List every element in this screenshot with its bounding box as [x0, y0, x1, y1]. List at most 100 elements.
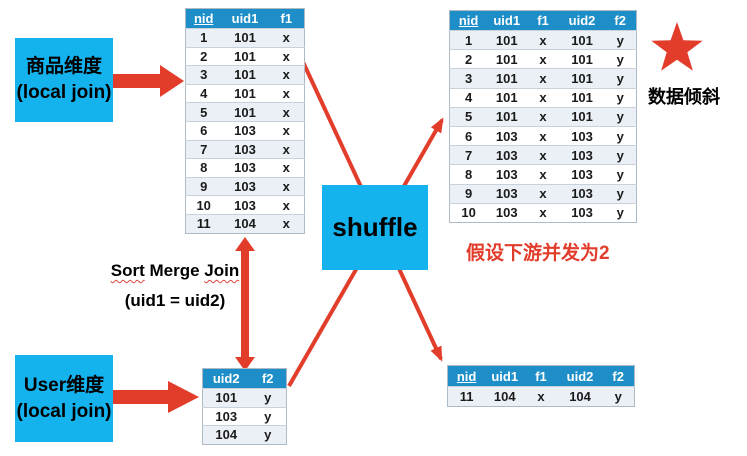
- column-header-f1: f1: [268, 8, 305, 29]
- table-cell: y: [616, 147, 624, 163]
- table-cell: 9: [200, 179, 208, 195]
- table-cell: 101: [495, 109, 518, 125]
- table-cell: y: [616, 205, 624, 221]
- shuffle-box: shuffle: [322, 185, 428, 270]
- table-cell: 4: [464, 90, 473, 106]
- table-cell: y: [264, 390, 272, 406]
- column-header-f2: f2: [602, 365, 635, 387]
- product-dimension-label-line1: 商品维度: [25, 56, 102, 77]
- table-cell: 104: [569, 389, 591, 404]
- sort-merge-join-word: Merge: [149, 261, 200, 280]
- table-cell: 103: [495, 205, 518, 221]
- table-cell: x: [539, 128, 547, 144]
- table-cell: 101: [234, 104, 256, 120]
- table-row: 9 103 x: [185, 177, 305, 196]
- column-header-uid2: uid2: [202, 368, 250, 389]
- table-cell: y: [616, 128, 624, 144]
- column-header-uid1: uid1: [485, 365, 525, 387]
- table-cell: 101: [571, 32, 593, 48]
- table-cell: y: [616, 166, 624, 182]
- table-cell: 101: [571, 90, 593, 106]
- table-cell: 8: [464, 166, 473, 182]
- table-cell: 103: [571, 166, 593, 182]
- table-cell: x: [282, 141, 290, 157]
- table-cell: 103: [234, 123, 256, 139]
- table-cell: 101: [571, 109, 593, 125]
- table-cell: y: [264, 427, 272, 443]
- table-cell: 6: [200, 123, 208, 139]
- table-cell: 103: [234, 179, 256, 195]
- table-cell: 101: [571, 70, 593, 86]
- table-cell: 5: [464, 109, 473, 125]
- table-cell: 101: [571, 51, 593, 67]
- table-cell: x: [539, 205, 547, 221]
- table-cell: y: [616, 32, 624, 48]
- table-cell: x: [539, 32, 547, 48]
- user-dimension-box: User维度 (local join): [15, 355, 113, 442]
- table-cell: 101: [234, 86, 256, 102]
- table-cell: 3: [200, 67, 208, 83]
- table-row: 8 103 x: [185, 158, 305, 178]
- table-cell: 103: [234, 141, 256, 157]
- table-cell: y: [616, 109, 624, 125]
- table-cell: 101: [234, 30, 256, 46]
- table-cell: x: [539, 186, 547, 202]
- table-cell: x: [282, 86, 290, 102]
- table-cell: 101: [495, 51, 518, 67]
- table-cell: 103: [234, 160, 256, 176]
- table-cell: 1: [464, 32, 473, 48]
- table-cell: x: [282, 197, 290, 213]
- arrow-product-box-to-table: [113, 65, 184, 97]
- table-cell: 10: [196, 197, 211, 213]
- table-cell: 103: [215, 408, 238, 424]
- table-cell: 103: [571, 147, 593, 163]
- table-cell: x: [282, 67, 290, 83]
- table-cell: 11: [459, 389, 474, 404]
- table-cell: x: [539, 70, 547, 86]
- table-cell: 104: [493, 389, 516, 404]
- table-cell: 7: [464, 147, 473, 163]
- table-cell: y: [616, 90, 624, 106]
- data-skew-star-icon: [651, 22, 703, 71]
- double-arrow-sort-merge-join: [235, 237, 255, 371]
- sort-merge-join-label: Sort Merge Join: [95, 261, 255, 281]
- table-cell: x: [282, 179, 290, 195]
- table-cell: y: [616, 51, 624, 67]
- column-header-nid: nid: [449, 10, 488, 31]
- table-cell: x: [539, 90, 547, 106]
- column-header-uid1: uid1: [221, 8, 269, 29]
- table-cell: x: [282, 160, 290, 176]
- table-row: 1 101 x 101 y: [449, 30, 637, 50]
- table-cell: y: [616, 186, 624, 202]
- table-cell: 101: [495, 32, 518, 48]
- user-dimension-label-line2: (local join): [16, 400, 112, 422]
- table-cell: 101: [215, 390, 238, 406]
- join-condition-label: (uid1 = uid2): [124, 291, 226, 310]
- column-header-uid2: uid2: [557, 365, 603, 387]
- column-header-f1: f1: [526, 10, 560, 31]
- table-cell: 10: [461, 205, 476, 221]
- table-cell: 101: [234, 48, 256, 64]
- sort-merge-join-word: Sort: [110, 261, 145, 280]
- table-cell: 6: [464, 128, 473, 144]
- shuffle-label: shuffle: [332, 212, 418, 242]
- table-cell: 8: [200, 160, 208, 176]
